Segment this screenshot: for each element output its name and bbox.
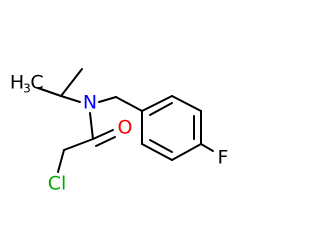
bond-n-to-benzyl-ch2 [98,96,117,103]
bond-carbonyl-to-ch2 [63,138,94,151]
ring-bond-5 [141,143,173,161]
bond-isopropyl-ch-to-top-methyl [60,68,83,97]
atom-label-cl: Cl [48,173,67,195]
ring-bond-4 [171,143,202,161]
ring-bond-2 [171,95,202,112]
bond-carbonyl-double-1 [92,129,114,140]
atom-label-f: F [218,147,229,169]
methyl-h: H [10,72,24,94]
molecule-structure: N O Cl F H 3 C [10,68,229,195]
ring-inner-double-3 [149,139,173,153]
bond-isopropyl-ch-to-left-methyl [37,87,62,97]
bond-n-to-carbonyl [89,112,94,140]
bond-isopropyl-ch-to-n [60,95,81,103]
bond-ch2-to-cl [57,149,65,173]
methyl-c: C [30,72,43,94]
atom-label-n: N [83,92,97,114]
atom-label-o: O [118,117,133,139]
ring-bond-1 [141,95,173,112]
bond-ch2-to-ring [115,96,143,112]
bond-carbonyl-double-2 [95,136,116,147]
ring-inner-double-1 [149,102,173,116]
bond-ring-to-f [200,143,214,152]
methyl-subscript: 3 [23,82,31,96]
methyl-label: H 3 C [10,72,44,96]
